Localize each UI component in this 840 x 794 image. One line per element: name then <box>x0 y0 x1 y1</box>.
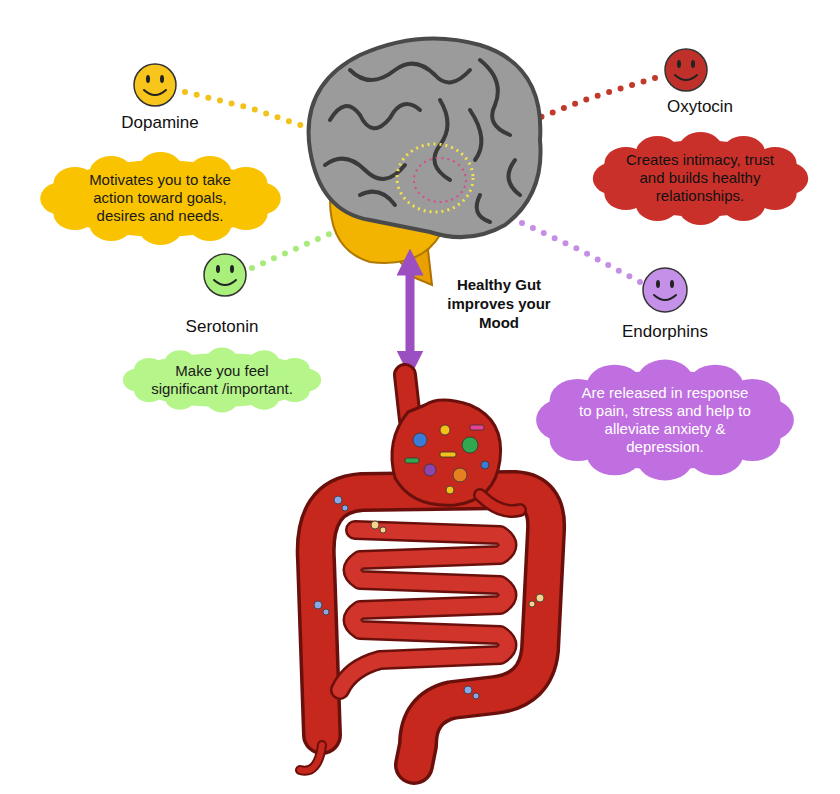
hormone-description: Creates intimacy, trust and builds healt… <box>622 151 778 205</box>
gut <box>300 375 546 771</box>
cloud-callout: OxytocinCreates intimacy, trust and buil… <box>598 137 803 220</box>
gut-bacteria <box>314 425 544 699</box>
hormone-description: Make you feel significant /important. <box>146 362 298 398</box>
hormone-name: Dopamine <box>121 113 199 133</box>
hormone-name: Oxytocin <box>667 97 733 117</box>
double-arrow <box>406 262 415 364</box>
cloud-callout: SerotoninMake you feel significant /impo… <box>122 351 322 409</box>
hormone-description: Are released in response to pain, stress… <box>574 384 756 456</box>
brain <box>309 38 541 285</box>
hormone-description: Motivates you to take action toward goal… <box>71 171 250 225</box>
arrow-label: Healthy Gut improves your Mood <box>440 276 558 332</box>
hormone-name: Serotonin <box>186 317 259 337</box>
hormone-name: Endorphins <box>622 322 708 342</box>
cloud-callout: DopamineMotivates you to take action tow… <box>43 157 278 240</box>
cloud-callout: EndorphinsAre released in response to pa… <box>545 366 785 474</box>
